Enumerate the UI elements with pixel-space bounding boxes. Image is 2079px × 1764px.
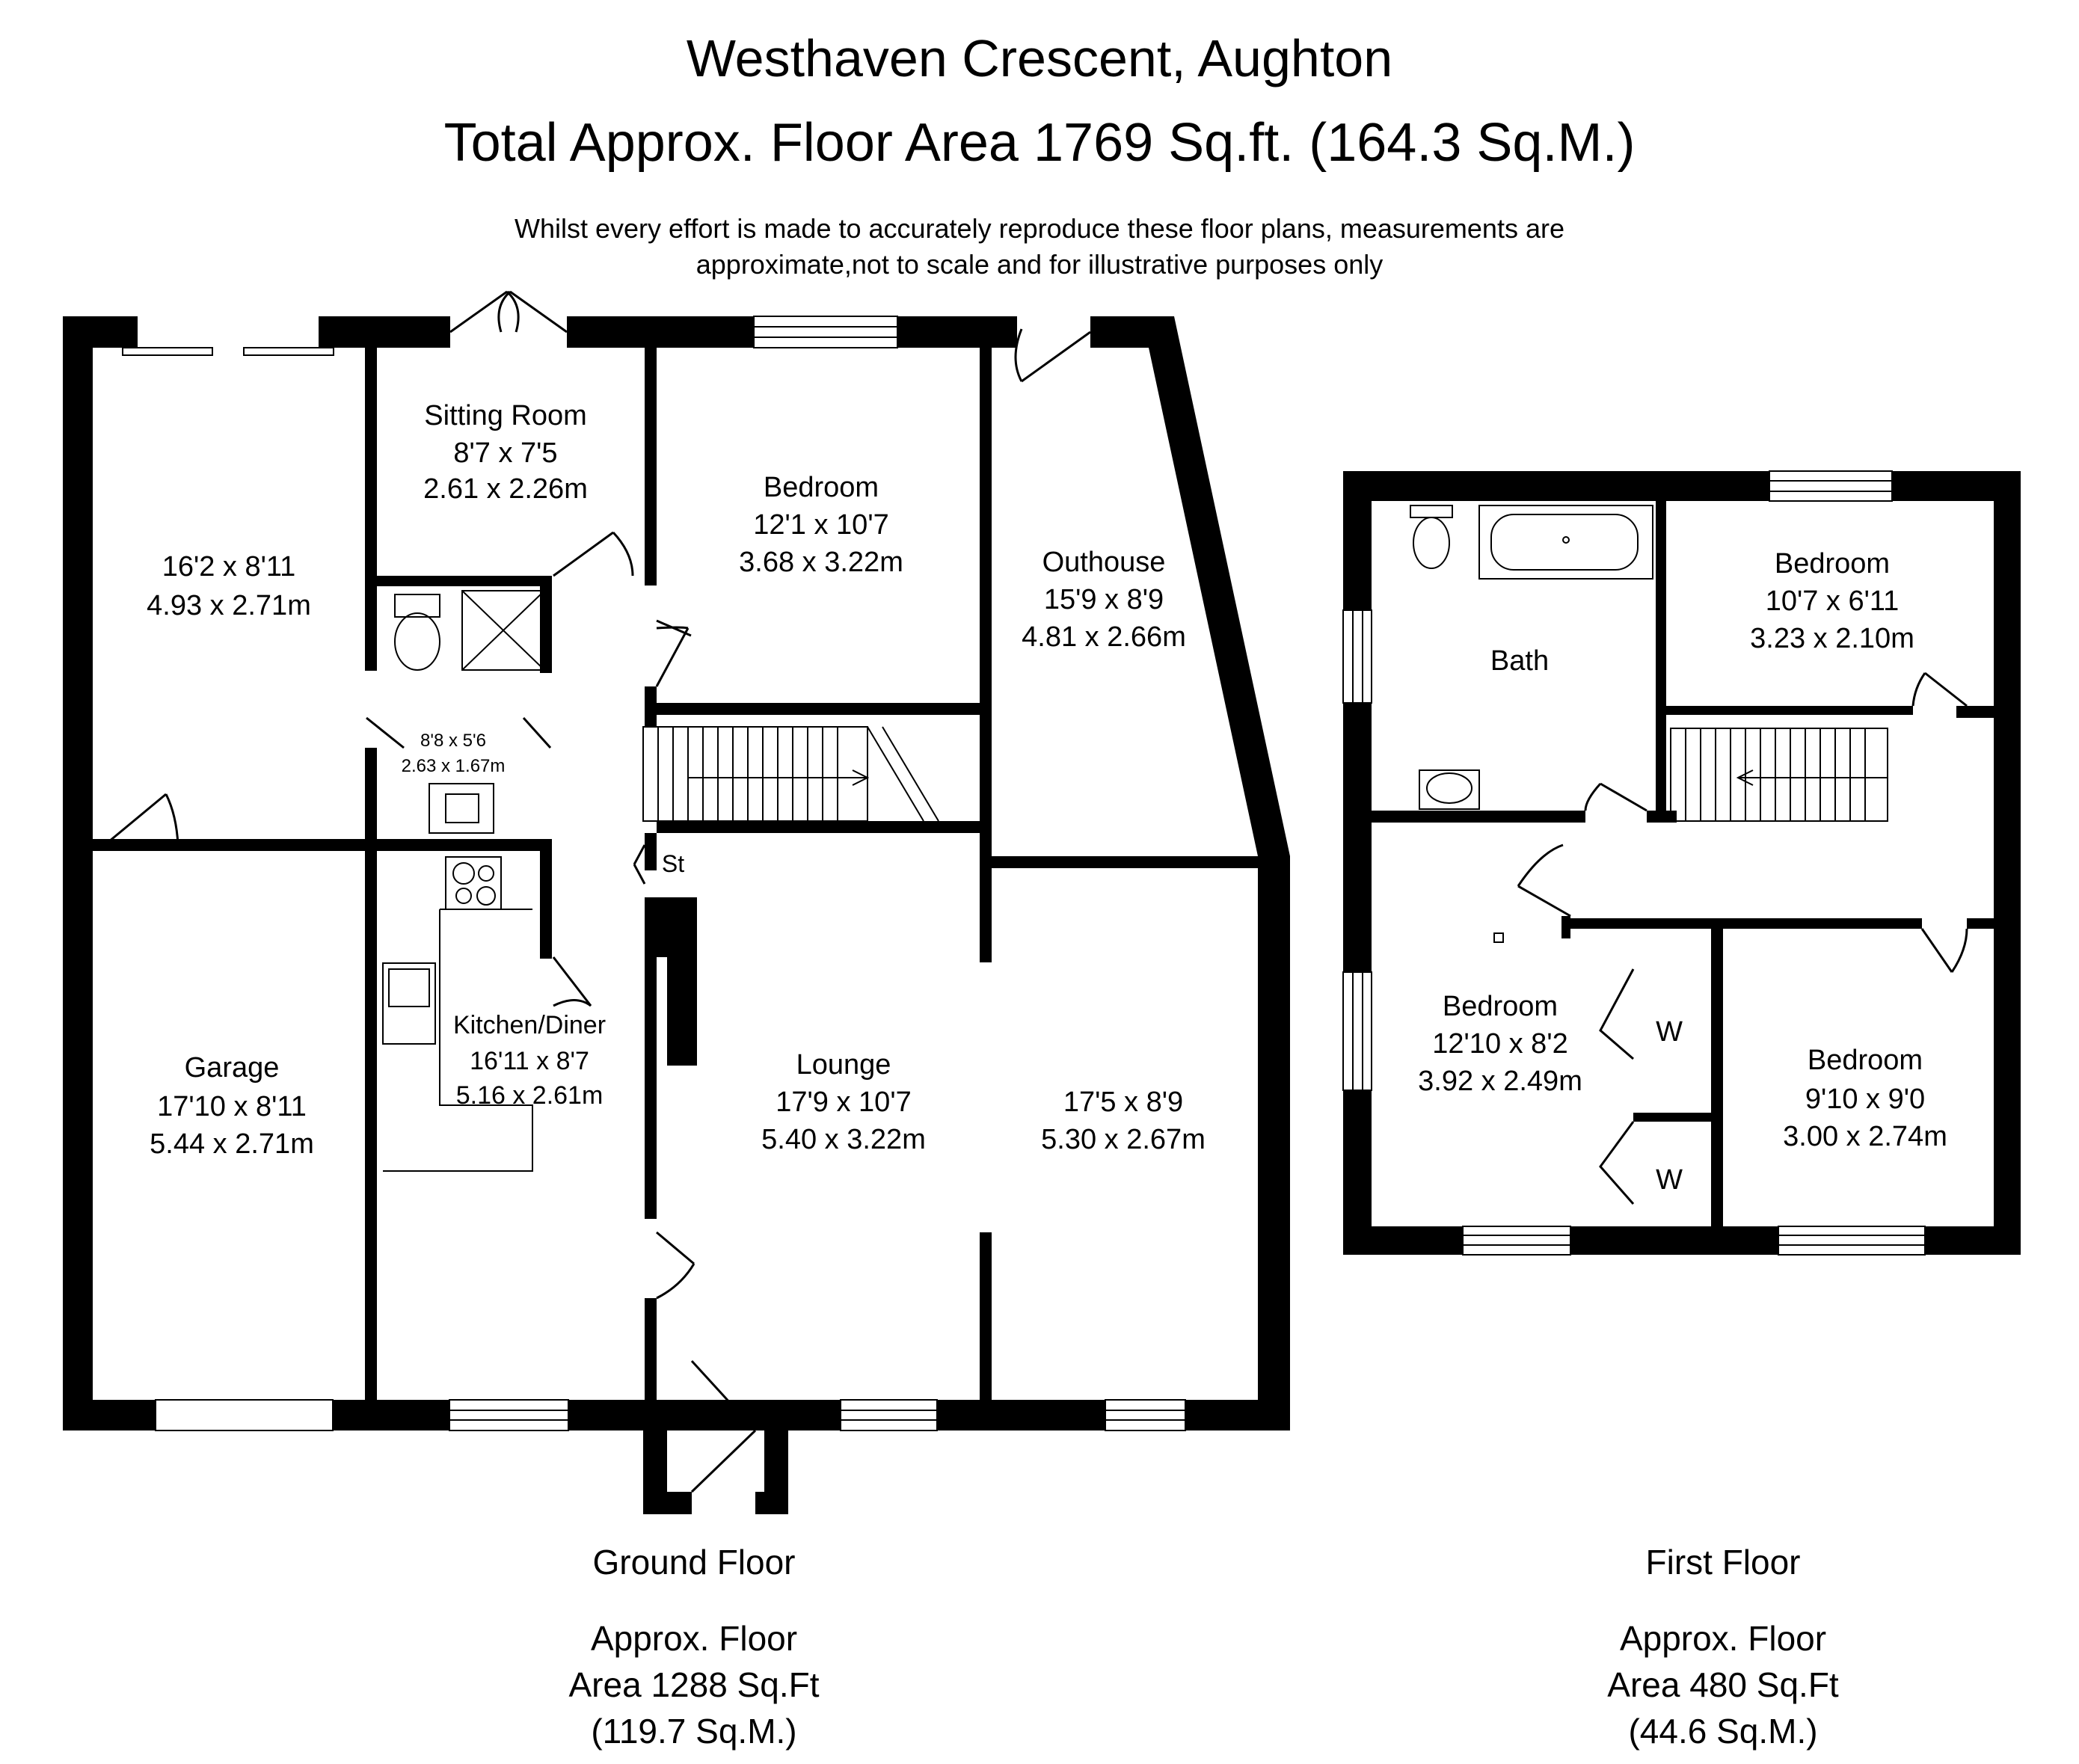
room-dims-metric: 5.16 x 2.61m <box>456 1081 604 1110</box>
room-dims-metric: 3.00 x 2.74m <box>1783 1121 1947 1152</box>
plan-title: Westhaven Crescent, Aughton <box>686 29 1393 87</box>
room-dims-imperial: 12'1 x 10'7 <box>753 509 888 541</box>
ground-floor-walls <box>63 316 1290 1514</box>
room-dims-imperial: 16'11 x 8'7 <box>470 1047 589 1075</box>
ground-floor-stairs <box>642 726 939 822</box>
room-dims-imperial: 16'2 x 8'11 <box>162 551 296 583</box>
ground-floor-caption: Ground Floor Approx. Floor Area 1288 Sq.… <box>395 1539 993 1754</box>
room-name-wardrobe: W <box>1656 1164 1683 1196</box>
disclaimer: Whilst every effort is made to accuratel… <box>0 211 2079 283</box>
first-floor-area-line-1: Approx. Floor <box>1619 1619 1827 1658</box>
room-dims-metric: 3.68 x 3.22m <box>739 547 903 578</box>
room-name-store: St <box>662 850 684 877</box>
room-dims-imperial: 10'7 x 6'11 <box>1766 586 1900 617</box>
room-name-bedroom: Bedroom <box>1443 991 1558 1022</box>
room-dims-metric: 3.92 x 2.49m <box>1418 1066 1582 1097</box>
ground-floor-fixtures <box>382 590 545 1172</box>
first-floor-room-labels: Bath Bedroom 10'7 x 6'11 3.23 x 2.10m Be… <box>1418 548 1947 1196</box>
first-floor-caption: First Floor Approx. Floor Area 480 Sq.Ft… <box>1424 1539 2022 1754</box>
room-name-kitchen: Kitchen/Diner <box>453 1011 606 1039</box>
ground-floor-name: Ground Floor <box>592 1543 796 1582</box>
room-name-bedroom: Bedroom <box>1808 1045 1923 1076</box>
room-dims-metric: 5.44 x 2.71m <box>150 1128 314 1160</box>
room-name-lounge: Lounge <box>796 1049 891 1081</box>
ground-floor-area-line-2: Area 1288 Sq.Ft <box>568 1665 820 1704</box>
room-dims-imperial: 17'10 x 8'11 <box>157 1091 307 1122</box>
room-dims-imperial: 8'7 x 7'5 <box>453 437 557 469</box>
room-dims-imperial: 9'10 x 9'0 <box>1805 1084 1925 1115</box>
first-floor-fixtures <box>1410 505 1653 943</box>
ground-floor-doors <box>104 290 1091 1493</box>
ground-floor-windows <box>122 316 1186 1431</box>
disclaimer-line-2: approximate,not to scale and for illustr… <box>695 249 1384 280</box>
room-name-bedroom: Bedroom <box>1775 548 1890 580</box>
first-floor-walls <box>1343 471 2021 1255</box>
first-floor-area-line-3: (44.6 Sq.M.) <box>1628 1712 1818 1751</box>
ground-floor-area-line-1: Approx. Floor <box>590 1619 798 1658</box>
room-name-outhouse: Outhouse <box>1042 547 1166 578</box>
room-dims-metric: 2.63 x 1.67m <box>402 756 506 776</box>
room-dims-metric: 4.81 x 2.66m <box>1022 621 1186 653</box>
room-dims-imperial: 15'9 x 8'9 <box>1044 584 1164 615</box>
room-dims-metric: 4.93 x 2.71m <box>147 590 311 621</box>
room-name-garage: Garage <box>185 1052 280 1084</box>
room-name-sitting-room: Sitting Room <box>424 400 587 431</box>
room-dims-imperial: 8'8 x 5'6 <box>420 731 486 751</box>
room-dims-metric: 2.61 x 2.26m <box>423 473 588 505</box>
first-floor-area-line-2: Area 480 Sq.Ft <box>1607 1665 1839 1704</box>
room-dims-metric: 5.30 x 2.67m <box>1041 1124 1206 1155</box>
ground-floor-area-line-3: (119.7 Sq.M.) <box>591 1712 797 1751</box>
disclaimer-line-1: Whilst every effort is made to accuratel… <box>515 213 1564 244</box>
room-dims-imperial: 17'9 x 10'7 <box>776 1087 911 1118</box>
room-name-bedroom: Bedroom <box>764 472 879 503</box>
first-floor-plan: Bath Bedroom 10'7 x 6'11 3.23 x 2.10m Be… <box>1342 470 2021 1256</box>
first-floor-name: First Floor <box>1645 1543 1801 1582</box>
room-dims-imperial: 12'10 x 8'2 <box>1432 1028 1567 1060</box>
room-dims-metric: 5.40 x 3.22m <box>761 1124 926 1155</box>
room-name-wardrobe: W <box>1656 1016 1683 1048</box>
first-floor-doors <box>1517 672 1968 1205</box>
room-dims-imperial: 17'5 x 8'9 <box>1063 1087 1183 1118</box>
total-floor-area: Total Approx. Floor Area 1769 Sq.ft. (16… <box>443 113 1636 173</box>
room-dims-metric: 3.23 x 2.10m <box>1750 623 1914 654</box>
first-floor-windows <box>1342 470 1926 1256</box>
room-name-bath: Bath <box>1490 645 1549 677</box>
first-floor-stairs <box>1670 728 1888 822</box>
ground-floor-room-labels: 16'2 x 8'11 4.93 x 2.71m Sitting Room 8'… <box>147 400 1206 1160</box>
ground-floor-plan: 16'2 x 8'11 4.93 x 2.71m Sitting Room 8'… <box>63 290 1290 1514</box>
